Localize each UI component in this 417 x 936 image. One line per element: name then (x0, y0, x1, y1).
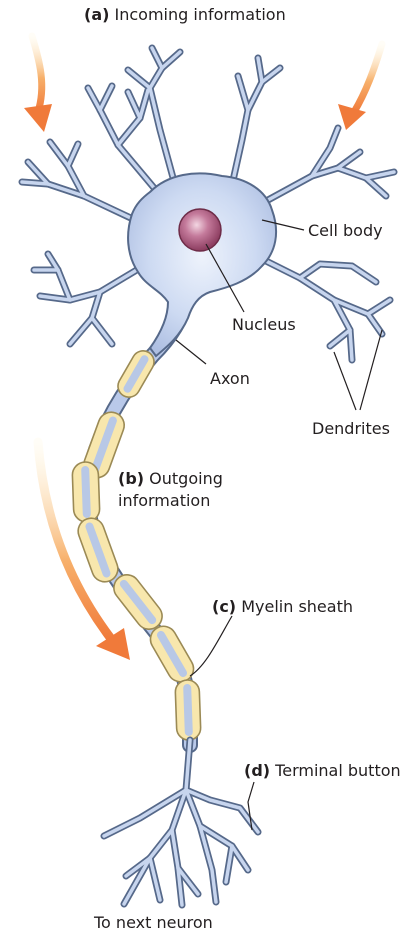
leader-dendrites-2 (360, 330, 382, 410)
leader-axon (176, 340, 206, 364)
leader-myelin (190, 616, 232, 676)
label-outgoing-information-line2: information (118, 491, 210, 510)
myelin-segment (74, 515, 121, 586)
label-outgoing-information: (b) Outgoing (118, 469, 223, 488)
incoming-arrow-right (338, 44, 382, 130)
label-cell-body: Cell body (308, 221, 383, 240)
label-dendrites: Dendrites (312, 419, 390, 438)
label-nucleus: Nucleus (232, 315, 296, 334)
nucleus (179, 209, 221, 251)
leader-lines (176, 220, 382, 830)
label-axon: Axon (210, 369, 250, 388)
myelin-segment (146, 622, 199, 687)
myelin-sheath (72, 347, 201, 741)
myelin-segment (175, 680, 201, 741)
label-myelin-sheath: (c) Myelin sheath (212, 597, 353, 616)
label-to-next-neuron: To next neuron (93, 913, 213, 932)
incoming-arrow-left (24, 36, 52, 132)
myelin-segment (114, 347, 158, 401)
label-terminal-button: (d) Terminal button (244, 761, 401, 780)
myelin-segment (72, 462, 100, 523)
label-incoming-information: (a) Incoming information (84, 5, 286, 24)
myelin-segment (109, 570, 168, 635)
axon-terminals (104, 740, 258, 905)
